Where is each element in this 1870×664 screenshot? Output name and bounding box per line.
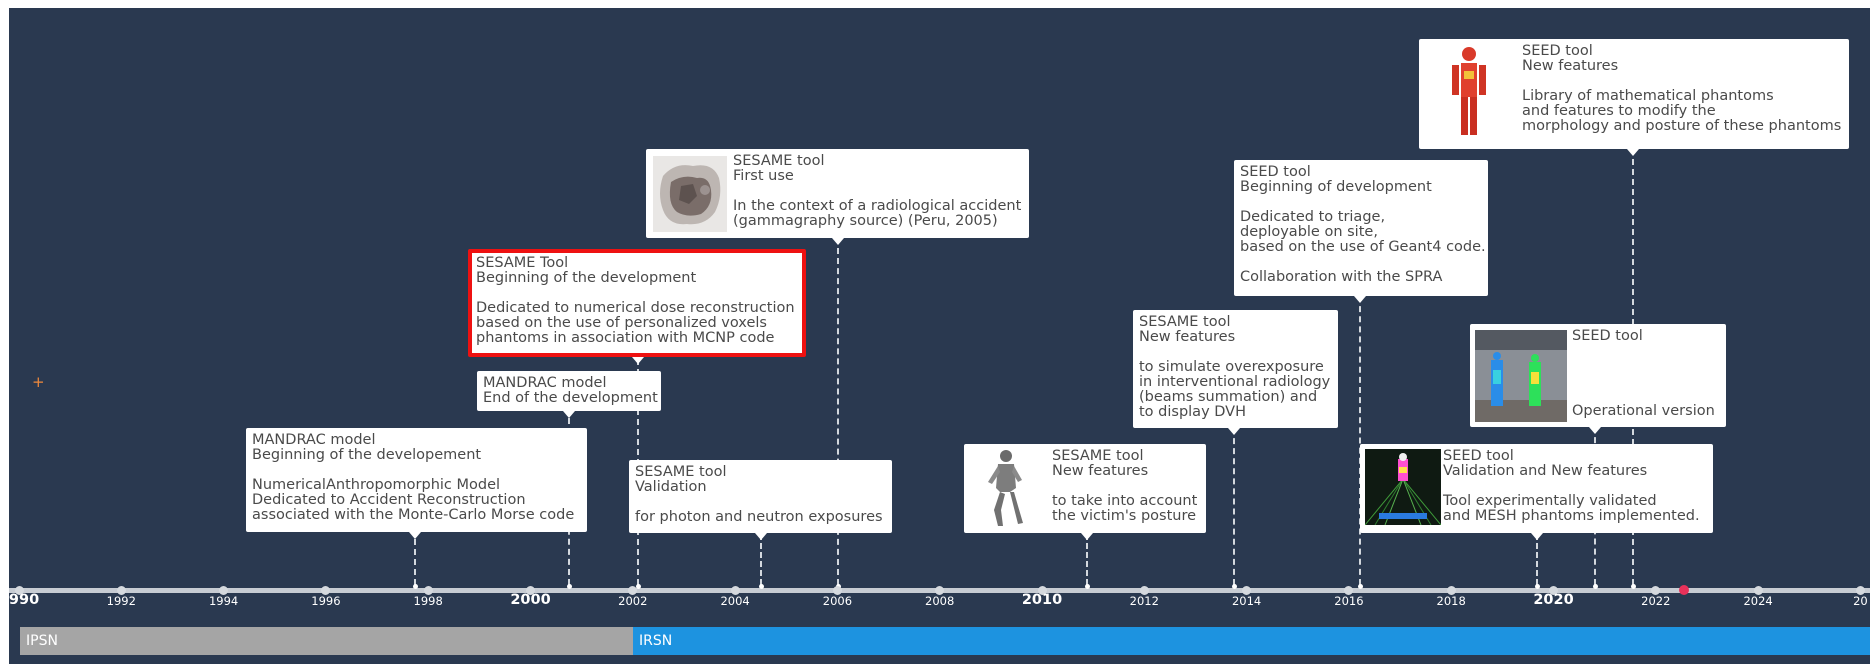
event-marker [1232,584,1237,589]
year-label: 2016 [1334,594,1364,608]
event-marker [759,584,764,589]
year-label: 2012 [1129,594,1159,608]
axis-tick [1753,586,1763,595]
seed-phantom-thumbnail [1445,45,1493,141]
axis-tick [1446,586,1456,595]
year-label: 2018 [1436,594,1466,608]
current-date-marker [1679,585,1689,595]
seed-room-thumbnail [1475,330,1567,422]
pointer-mandrac-begin [409,532,421,539]
pointer-seed-operational [1589,427,1601,434]
event-marker [1535,584,1540,589]
axis-tick [1344,586,1354,595]
axis-tick [526,586,535,595]
event-text: MANDRAC model Beginning of the developem… [252,432,575,523]
axis-tick [1855,586,1865,595]
axis-tick [832,586,842,595]
connector-sesame-validation [760,534,762,585]
event-text: SESAME tool New features to simulate ove… [1139,314,1331,420]
year-label: 2024 [1743,594,1773,608]
year-label: 1990 [9,592,40,608]
axis-tick [935,586,945,595]
year-label: 2014 [1231,594,1262,608]
event-text: SESAME tool Validation for photon and ne… [635,464,883,525]
event-card-sesame-overexposure[interactable]: SESAME tool New features to simulate ove… [1133,310,1338,428]
event-marker [1085,584,1090,589]
axis-tick [1651,586,1661,595]
event-marker [1358,584,1363,589]
axis-tick [423,586,433,595]
year-label: 2006 [822,594,853,608]
event-card-sesame-posture[interactable]: SESAME tool New features to take into ac… [964,444,1206,533]
period-band-irsn[interactable]: IRSN [633,627,1870,655]
year-label: 1992 [106,594,136,608]
event-text: SEED tool New features Library of mathem… [1522,43,1842,134]
event-marker [567,584,572,589]
axis-tick [730,586,740,595]
year-label: 2008 [925,594,955,608]
year-label: 1994 [208,594,239,608]
event-text: SESAME tool New features to take into ac… [1052,448,1198,524]
pointer-sesame-validation [755,533,767,540]
connector-sesame-overexposure [1233,428,1235,585]
year-label: 1996 [311,594,341,608]
connector-seed-validation [1536,534,1538,585]
event-text: SESAME tool First use In the context of … [733,153,1022,229]
plus-icon[interactable]: + [32,373,45,391]
pointer-sesame-begin [632,357,644,364]
year-label: 2002 [618,594,648,608]
axis-tick [321,586,331,595]
event-card-sesame-begin[interactable]: SESAME Tool Beginning of the development… [468,249,806,357]
axis-tick [628,586,638,595]
seed-simulation-thumbnail [1365,449,1441,525]
period-band-ipsn[interactable]: IPSN [20,627,633,655]
pointer-seed-library [1627,149,1639,156]
event-text: SESAME Tool Beginning of the development… [476,255,795,346]
event-card-seed-operational[interactable]: SEED tool Operational version [1470,324,1726,427]
timeline-canvas[interactable]: MANDRAC model Beginning of the developem… [9,8,1870,664]
axis-tick [1549,586,1558,595]
event-text: SEED tool Beginning of development Dedic… [1240,164,1486,285]
year-label: 2010 [1021,592,1063,608]
connector-mandrac-begin [414,539,416,585]
axis-tick [1037,586,1047,595]
event-card-sesame-first-use[interactable]: SESAME tool First use In the context of … [646,149,1029,238]
pointer-seed-validation [1531,533,1543,540]
year-label: 2000 [510,592,551,608]
axis-tick [14,586,24,595]
event-text: SEED tool Operational version [1572,328,1715,419]
axis-tick [1242,586,1252,595]
event-text: MANDRAC model End of the development [483,375,658,406]
connector-sesame-first-use [837,238,839,585]
axis-tick [1139,586,1149,595]
event-card-seed-begin[interactable]: SEED tool Beginning of development Dedic… [1234,160,1488,296]
pointer-sesame-posture [1081,533,1093,540]
event-marker [1631,584,1636,589]
event-text: SEED tool Validation and New features To… [1443,448,1700,524]
posed-phantom-thumbnail [988,450,1023,526]
connector-sesame-posture [1086,534,1088,585]
axis-tick [116,586,126,595]
event-marker [413,584,418,589]
event-marker [1593,584,1598,589]
event-marker [636,584,641,589]
pointer-seed-begin [1354,296,1366,303]
year-label: 20 [1853,594,1868,608]
event-card-mandrac-end[interactable]: MANDRAC model End of the development [477,371,661,411]
event-card-mandrac-begin[interactable]: MANDRAC model Beginning of the developem… [246,428,587,532]
event-card-sesame-validation[interactable]: SESAME tool Validation for photon and ne… [629,460,892,533]
year-label: 2020 [1533,592,1574,608]
voxel-phantom-thumbnail [653,156,727,232]
connector-seed-begin [1359,296,1361,585]
pointer-sesame-overexposure [1228,428,1240,435]
year-label: 2022 [1641,594,1671,608]
event-card-seed-validation[interactable]: SEED tool Validation and New features To… [1360,444,1713,533]
pointer-mandrac-end [563,411,575,418]
year-label: 2004 [720,594,750,608]
axis-tick [219,586,229,595]
event-card-seed-library[interactable]: SEED tool New features Library of mathem… [1419,39,1849,149]
year-label: 1998 [413,594,443,608]
pointer-sesame-first-use [832,238,844,245]
